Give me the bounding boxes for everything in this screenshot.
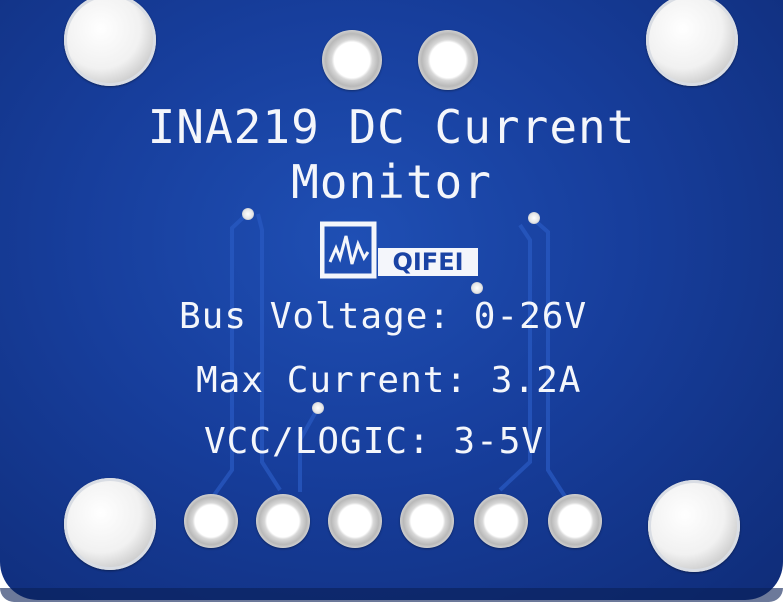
trace-mid	[298, 407, 320, 492]
via-3	[471, 282, 483, 294]
via-2	[528, 212, 540, 224]
mounting-hole-bottom-left	[64, 478, 156, 570]
trace-left-1	[210, 212, 249, 500]
bottom-pin-5	[474, 494, 528, 548]
logo-text: QIFEI	[392, 248, 463, 276]
board-subtitle: Monitor	[291, 155, 492, 209]
spec-max-current: Max Current: 3.2A	[196, 360, 582, 401]
via-1	[242, 208, 254, 220]
copper-traces	[210, 212, 568, 500]
trace-right-1	[530, 216, 568, 500]
mounting-hole-top-right	[646, 0, 738, 86]
top-pin-1	[322, 30, 382, 90]
trace-right-2	[498, 223, 532, 492]
board-title: INA219 DC Current	[147, 100, 636, 154]
bottom-pin-4	[400, 494, 454, 548]
top-pin-2	[418, 30, 478, 90]
bottom-pin-6	[548, 494, 602, 548]
qifei-logo: QIFEI	[320, 221, 478, 279]
mounting-hole-bottom-right	[648, 480, 740, 572]
spec-vcc-logic: VCC/LOGIC: 3-5V	[204, 421, 545, 462]
pcb-board: INA219 DC Current Monitor QIFEI Bus Volt…	[0, 0, 783, 600]
mounting-hole-top-left	[64, 0, 156, 86]
trace-left-2	[256, 213, 282, 492]
bottom-pin-1	[184, 494, 238, 548]
via-4	[312, 402, 324, 414]
spec-bus-voltage: Bus Voltage: 0-26V	[179, 296, 588, 337]
bottom-pin-3	[328, 494, 382, 548]
bottom-pin-2	[256, 494, 310, 548]
board-edge-shadow	[0, 588, 783, 602]
